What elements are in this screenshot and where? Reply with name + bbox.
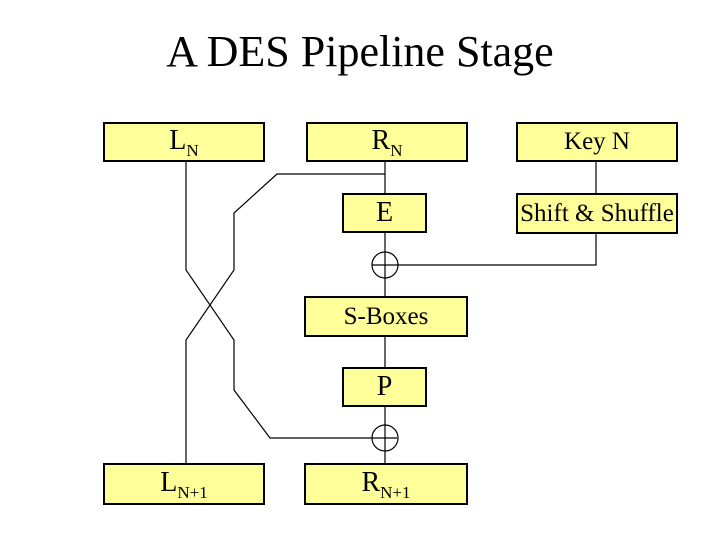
box-r-n-plus-1-label: R [361, 467, 381, 498]
box-r-n-subscript: N [390, 141, 403, 160]
wire-shift-to-xor-upper [372, 233, 597, 266]
box-s-boxes: S-Boxes [304, 296, 468, 337]
box-l-n-plus-1-subscript: N+1 [177, 483, 208, 502]
box-r-n-label: R [371, 125, 391, 156]
box-p-label: P [376, 371, 393, 402]
wire-rn-swap-to-ln1 [185, 173, 385, 463]
box-l-n-label: L [169, 125, 187, 156]
box-r-n-plus-1: RN+1 [304, 463, 468, 505]
xor-lower-icon [371, 424, 399, 452]
slide-title: A DES Pipeline Stage [166, 27, 554, 76]
box-r-n-plus-1-subscript: N+1 [380, 483, 411, 502]
box-s-boxes-label: S-Boxes [343, 302, 429, 330]
box-l-n-plus-1: LN+1 [103, 463, 265, 505]
xor-upper-icon [371, 251, 399, 279]
box-permutation-p: P [342, 367, 427, 407]
box-shift-shuffle: Shift & Shuffle [516, 193, 678, 234]
box-e-label: E [375, 197, 394, 228]
box-r-n: RN [306, 122, 468, 162]
box-expansion-e: E [342, 193, 427, 233]
box-key-n: Key N [516, 122, 678, 162]
box-l-n-subscript: N [186, 141, 199, 160]
wire-ln-swap-to-xor-lower [185, 162, 397, 439]
box-l-n: LN [103, 122, 265, 162]
box-l-n-plus-1-label: L [160, 467, 178, 498]
box-key-n-label: Key N [564, 128, 630, 155]
box-shift-shuffle-label: Shift & Shuffle [520, 199, 674, 227]
